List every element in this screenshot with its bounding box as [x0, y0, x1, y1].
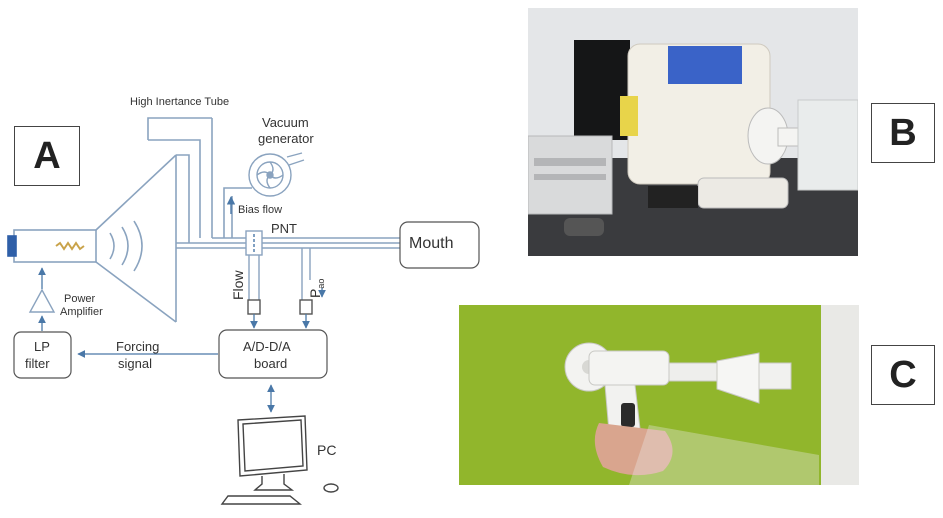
vacuum-generator-label-2: generator	[258, 131, 314, 146]
forcing-signal-label-1: Forcing	[116, 339, 160, 354]
lp-filter-label-2: filter	[25, 356, 50, 371]
board-label-1: A/D-D/A	[243, 339, 291, 354]
pnt-label: PNT	[271, 221, 297, 236]
bias-flow-label: Bias flow	[238, 204, 283, 216]
high-inertance-tube	[147, 117, 213, 238]
photo-c-handheld-device	[459, 305, 859, 485]
vacuum-generator-label-1: Vacuum	[262, 115, 309, 130]
mouth-label: Mouth	[409, 235, 454, 252]
photo-b-device	[528, 8, 858, 256]
high-inertance-tube-label: High Inertance Tube	[130, 96, 230, 108]
pnt-device	[245, 230, 263, 256]
transducer-lines	[247, 248, 313, 315]
pao-label: Pao	[307, 278, 326, 298]
mouth-box	[399, 221, 480, 269]
board-label-2: board	[254, 356, 288, 371]
adda-board-box	[218, 329, 328, 379]
pc-label: PC	[317, 442, 337, 458]
flow-transducer	[247, 299, 261, 315]
loudspeaker	[7, 154, 190, 323]
panel-label-b: B	[871, 103, 935, 163]
airway	[176, 187, 400, 249]
power-amplifier-label-2: Amplifier	[60, 306, 103, 318]
pressure-transducer	[299, 299, 313, 315]
panel-label-c: C	[871, 345, 935, 405]
speaker-cap	[7, 235, 17, 257]
pc-monitor-icon	[220, 415, 339, 505]
panel-label-a: A	[14, 126, 80, 186]
power-amplifier-label-1: Power	[64, 293, 96, 305]
power-amplifier-icon	[28, 288, 56, 313]
vacuum-generator-icon	[248, 152, 305, 197]
flow-label: Flow	[230, 270, 246, 300]
lp-filter-label-1: LP	[34, 339, 50, 354]
lp-filter-box	[13, 331, 72, 379]
forcing-signal-label-2: signal	[118, 356, 152, 371]
